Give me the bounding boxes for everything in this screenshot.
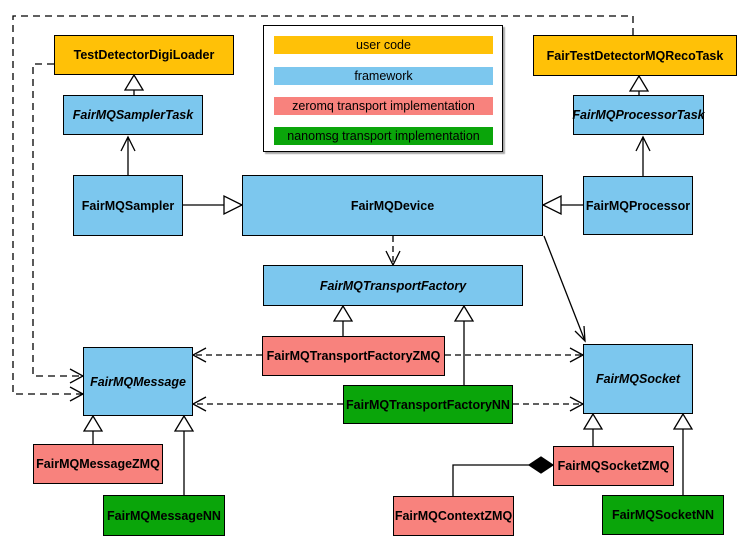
inheritance-processor-to-device (541, 194, 583, 216)
node-fairmqdevice: FairMQDevice (242, 175, 543, 236)
inheritance-processortask-to-recotask (628, 74, 650, 95)
inheritance-samplertask-to-digiloader (123, 73, 145, 95)
node-fairtestdetectormqrecotask: FairTestDetectorMQRecoTask (533, 35, 737, 76)
legend-item-framework: framework (274, 67, 493, 85)
inheritance-socketnn-to-socket (672, 412, 694, 495)
node-fairmqsocketzmq: FairMQSocketZMQ (553, 446, 674, 486)
node-fairmqmessage: FairMQMessage (83, 347, 193, 416)
node-fairmqmessagenn: FairMQMessageNN (103, 495, 225, 536)
node-fairmqsampler: FairMQSampler (73, 175, 183, 236)
legend-item-zeromq: zeromq transport implementation (274, 97, 493, 115)
dependency-arrow-factoryzmq-to-socket (445, 347, 585, 363)
node-fairmqprocessor: FairMQProcessor (583, 176, 693, 235)
association-arrow-sampler-to-samplertask (120, 135, 136, 175)
dependency-arrow-factorynn-to-socket (513, 396, 585, 412)
legend: user code framework zeromq transport imp… (263, 25, 503, 152)
dependency-arrow-factoryzmq-to-message (191, 347, 262, 363)
node-fairmqmessagezmq: FairMQMessageZMQ (33, 444, 163, 484)
inheritance-messagenn-to-message (173, 414, 195, 495)
legend-item-nanomsg: nanomsg transport implementation (274, 127, 493, 145)
inheritance-factorynn-to-factory (453, 304, 475, 385)
node-fairmqtransportfactory: FairMQTransportFactory (263, 265, 523, 306)
node-testdetectordigiloader: TestDetectorDigiLoader (54, 35, 234, 75)
node-fairmqsocket: FairMQSocket (583, 344, 693, 414)
node-fairmqtransportfactorynn: FairMQTransportFactoryNN (343, 385, 513, 424)
inheritance-sampler-to-device (183, 194, 244, 216)
inheritance-socketzmq-to-socket (582, 412, 604, 446)
composition-contextzmq-to-socketzmq (452, 456, 555, 496)
legend-item-user-code: user code (274, 36, 493, 54)
node-fairmqtransportfactoryzmq: FairMQTransportFactoryZMQ (262, 336, 445, 376)
node-fairmqprocessortask: FairMQProcessorTask (572, 95, 705, 135)
association-arrow-device-to-socket (543, 235, 586, 343)
association-arrow-processor-to-processortask (635, 135, 651, 176)
inheritance-factoryzmq-to-factory (332, 304, 354, 336)
node-fairmqcontextzmq: FairMQContextZMQ (393, 496, 514, 536)
node-fairmqsocketnn: FairMQSocketNN (602, 495, 724, 535)
dependency-arrow-factorynn-to-message (191, 396, 343, 412)
node-fairmqsamplertask: FairMQSamplerTask (63, 95, 203, 135)
inheritance-messagezmq-to-message (82, 414, 104, 444)
dependency-arrow-device-to-transportfactory (385, 236, 401, 267)
